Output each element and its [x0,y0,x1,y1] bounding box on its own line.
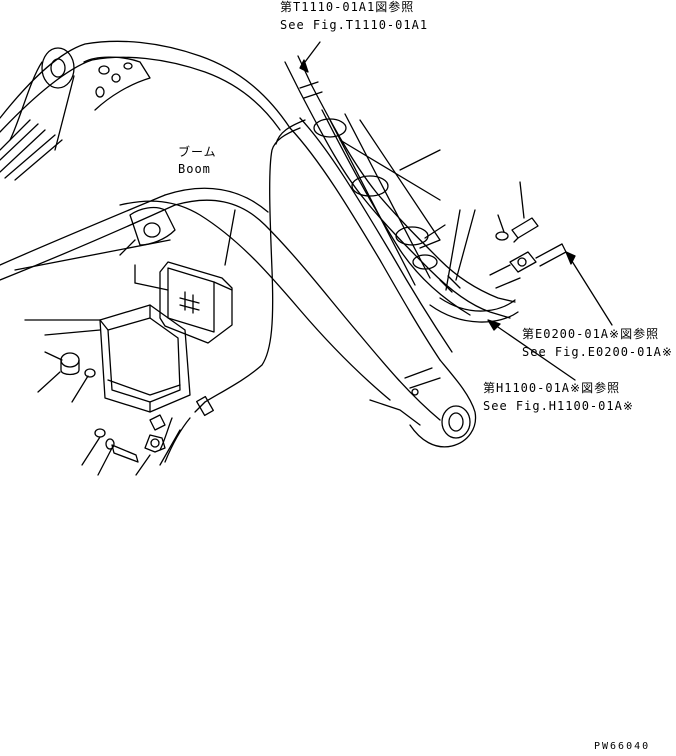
drawing-code: PW66040 [594,741,651,752]
top-ref-en: See Fig.T1110-01A1 [280,18,429,32]
e0200-ref-en: See Fig.E0200-01A※ [522,345,673,359]
top-ref-jp: 第T1110-01A1図参照 [280,0,415,14]
boom-label-en: Boom [178,162,211,176]
hose-bundle [284,55,516,319]
h1100-ref-jp: 第H1100-01A※図参照 [483,381,621,395]
lamp-wire [159,119,306,463]
fasteners [37,351,181,476]
right-parts [429,181,567,323]
boom-label-jp: ブーム [178,145,217,159]
callout-leaders [134,41,613,381]
work-lamp [134,261,233,344]
lamp-bracket [24,304,191,413]
h1100-ref-en: See Fig.H1100-01A※ [483,399,634,413]
e0200-ref-jp: 第E0200-01A※図参照 [522,327,660,341]
boom-body [0,40,291,281]
arm-body [14,117,477,448]
